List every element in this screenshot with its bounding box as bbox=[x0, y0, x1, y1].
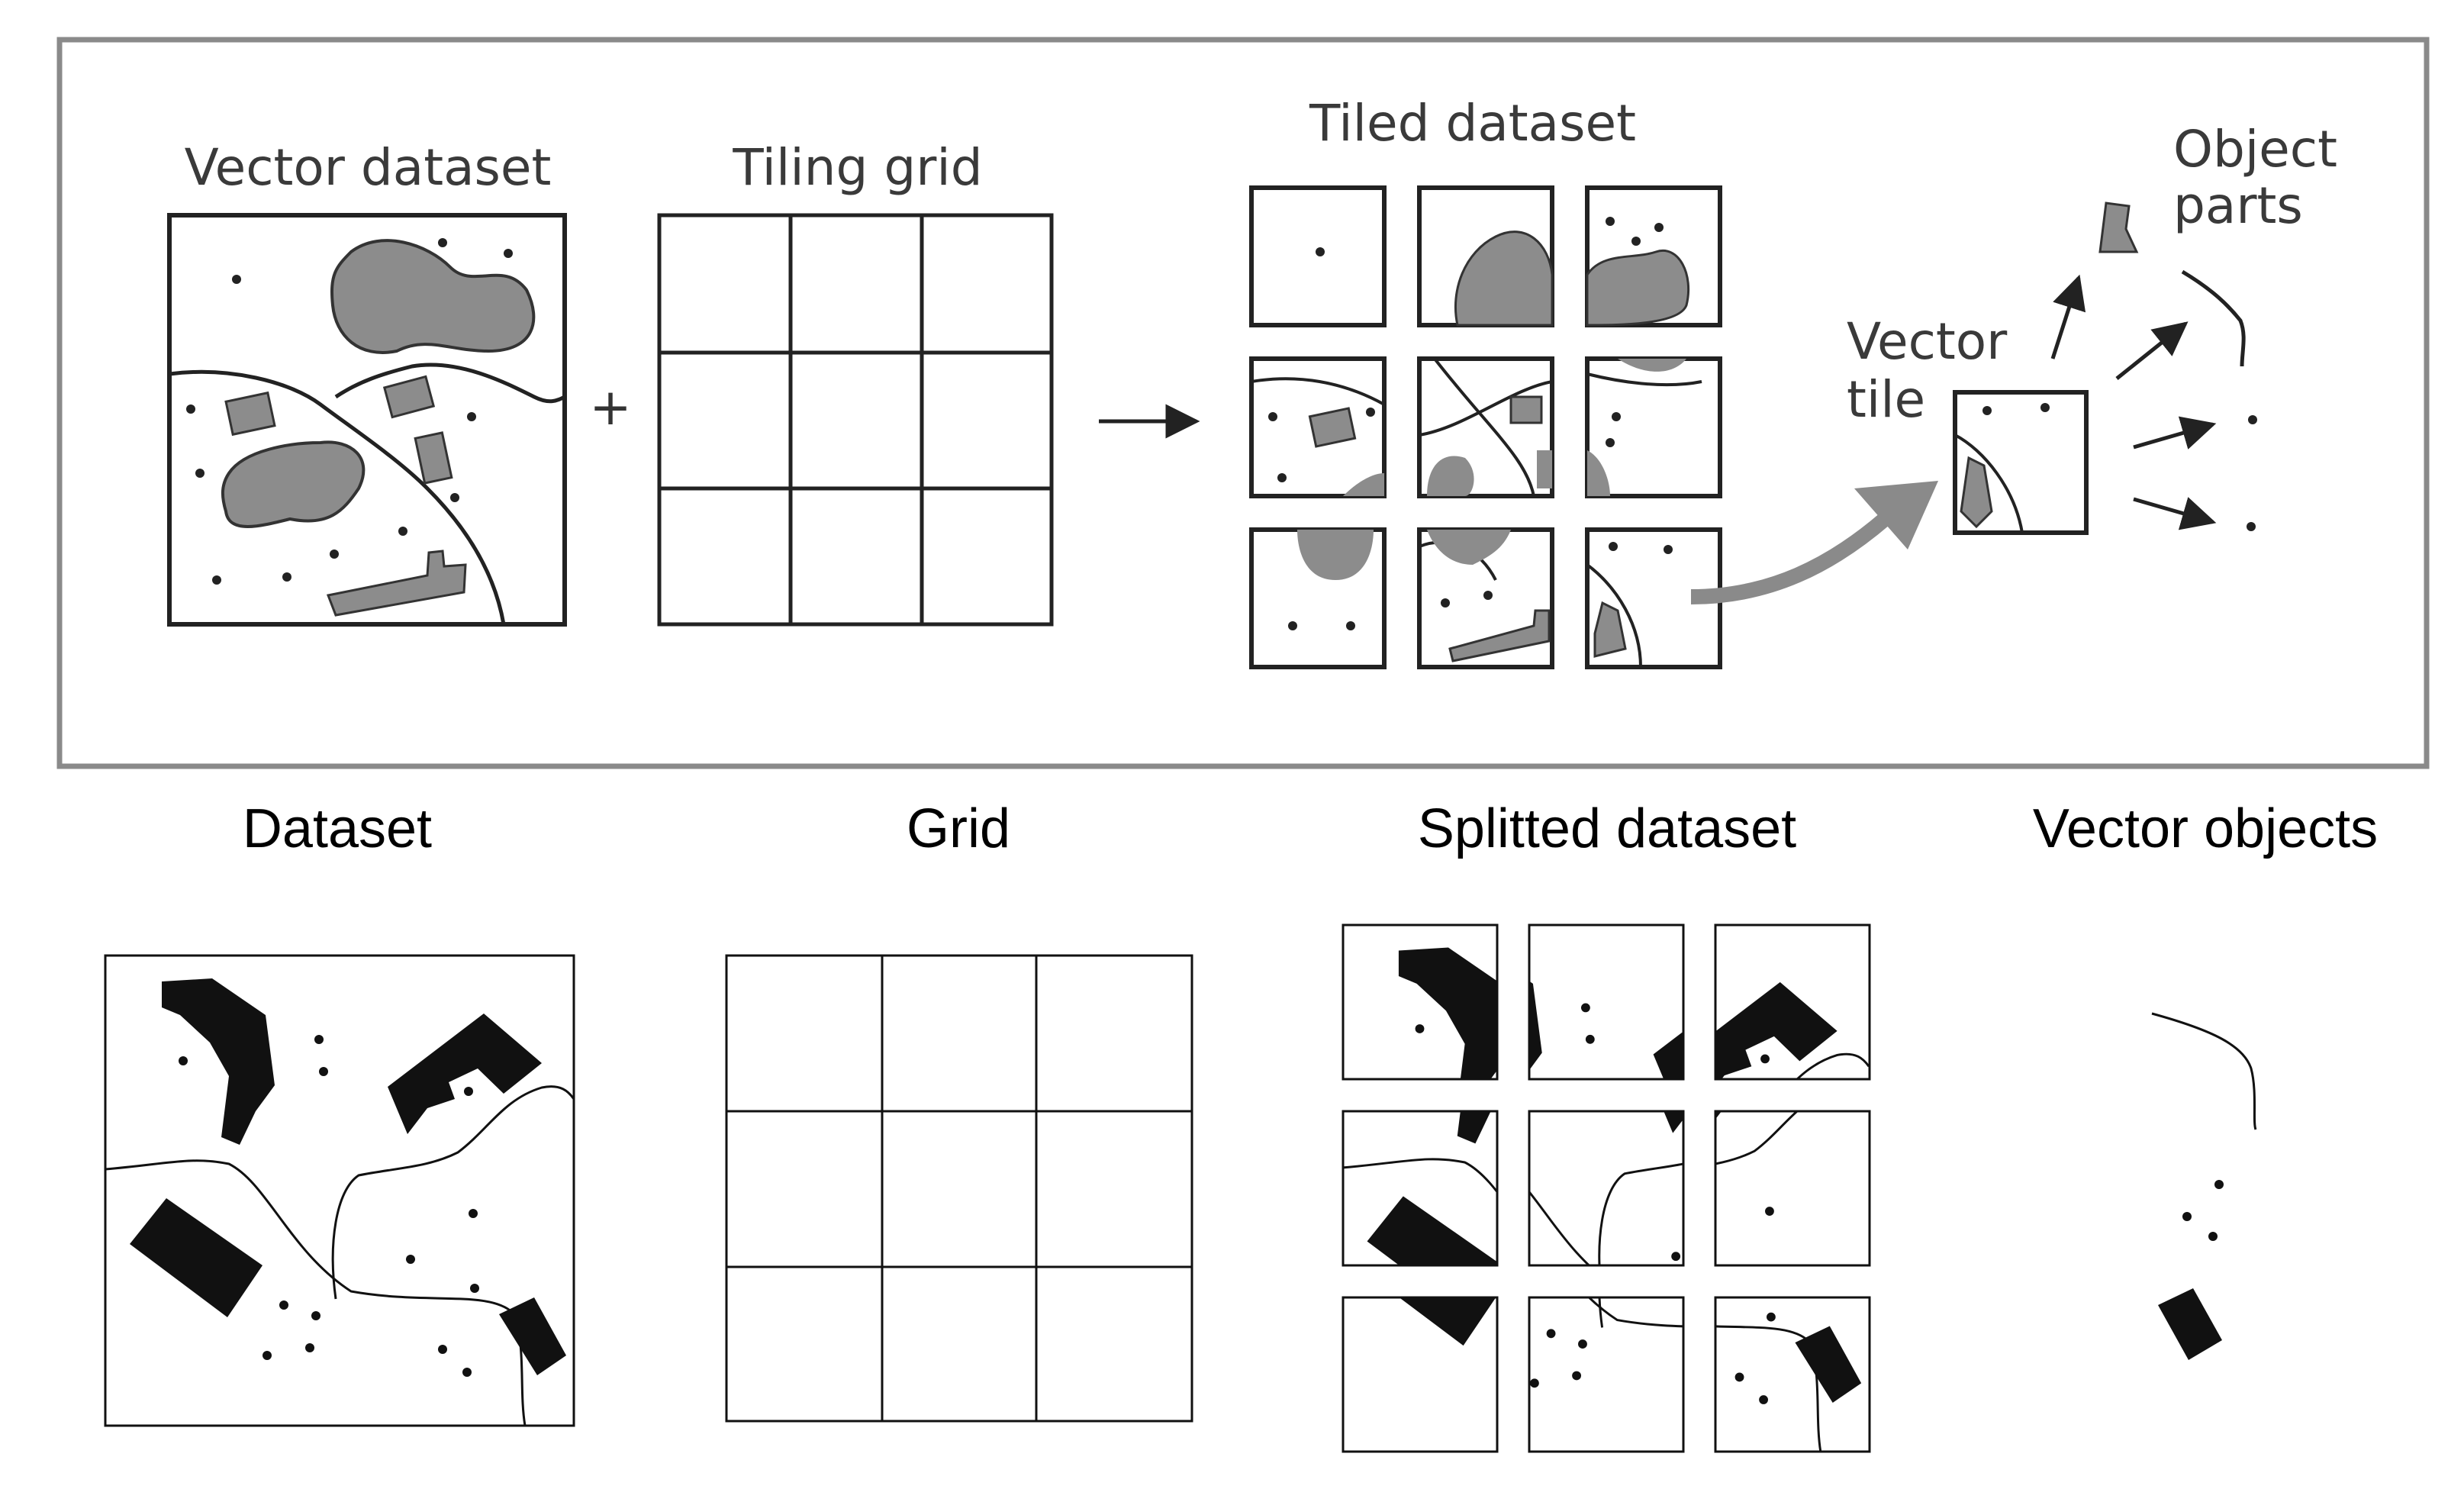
plus-symbol: + bbox=[589, 378, 631, 437]
bottom-dataset-map bbox=[104, 954, 575, 1427]
label-tiled-dataset: Tiled dataset bbox=[1309, 94, 1636, 153]
tiling-grid bbox=[657, 213, 1054, 627]
tile bbox=[1249, 527, 1387, 669]
label-vector-tile-line1: Vector bbox=[1847, 312, 2008, 371]
object-parts bbox=[2098, 201, 2257, 531]
split-tile bbox=[1714, 923, 1871, 1081]
split-tile bbox=[1528, 1110, 1685, 1267]
label-vector-objects: Vector objects bbox=[2033, 798, 2378, 859]
tile bbox=[1585, 356, 1722, 498]
tile bbox=[1417, 527, 1554, 669]
split-tile bbox=[1342, 1296, 1499, 1453]
arrow-up-icon bbox=[2050, 274, 2086, 359]
label-tiling-grid: Tiling grid bbox=[732, 138, 982, 197]
vector-objects bbox=[2151, 1012, 2257, 1360]
tile bbox=[1585, 185, 1722, 327]
arrow-diag-icon bbox=[2115, 321, 2189, 380]
vector-dataset-map bbox=[167, 213, 567, 627]
split-tile bbox=[1714, 1296, 1871, 1453]
tile bbox=[1417, 185, 1554, 327]
label-dataset: Dataset bbox=[243, 798, 432, 859]
curved-arrow-icon bbox=[1690, 513, 1890, 604]
bottom-grid bbox=[725, 954, 1193, 1423]
arrow-down-right-icon bbox=[2133, 497, 2217, 530]
label-object-parts-line2: parts bbox=[2173, 176, 2303, 235]
split-tile bbox=[1342, 923, 1499, 1081]
label-object-parts-line1: Object bbox=[2173, 120, 2337, 179]
arrow-right-icon bbox=[2133, 416, 2217, 450]
label-grid: Grid bbox=[907, 798, 1010, 859]
split-tile bbox=[1342, 1110, 1499, 1267]
tiled-dataset bbox=[1249, 185, 1722, 669]
split-tile bbox=[1528, 1296, 1685, 1453]
curved-arrow-head-icon bbox=[1854, 481, 1938, 550]
split-tile bbox=[1528, 923, 1685, 1081]
tile bbox=[1249, 356, 1387, 498]
tile bbox=[1417, 356, 1554, 498]
vector-tile bbox=[1953, 390, 2089, 535]
splitted-dataset bbox=[1342, 923, 1871, 1453]
tile bbox=[1249, 185, 1387, 327]
label-vector-tile-line2: tile bbox=[1847, 370, 1925, 429]
label-vector-dataset: Vector dataset bbox=[185, 138, 552, 197]
split-tile bbox=[1714, 1110, 1871, 1267]
label-splitted-dataset: Splitted dataset bbox=[1418, 798, 1796, 859]
